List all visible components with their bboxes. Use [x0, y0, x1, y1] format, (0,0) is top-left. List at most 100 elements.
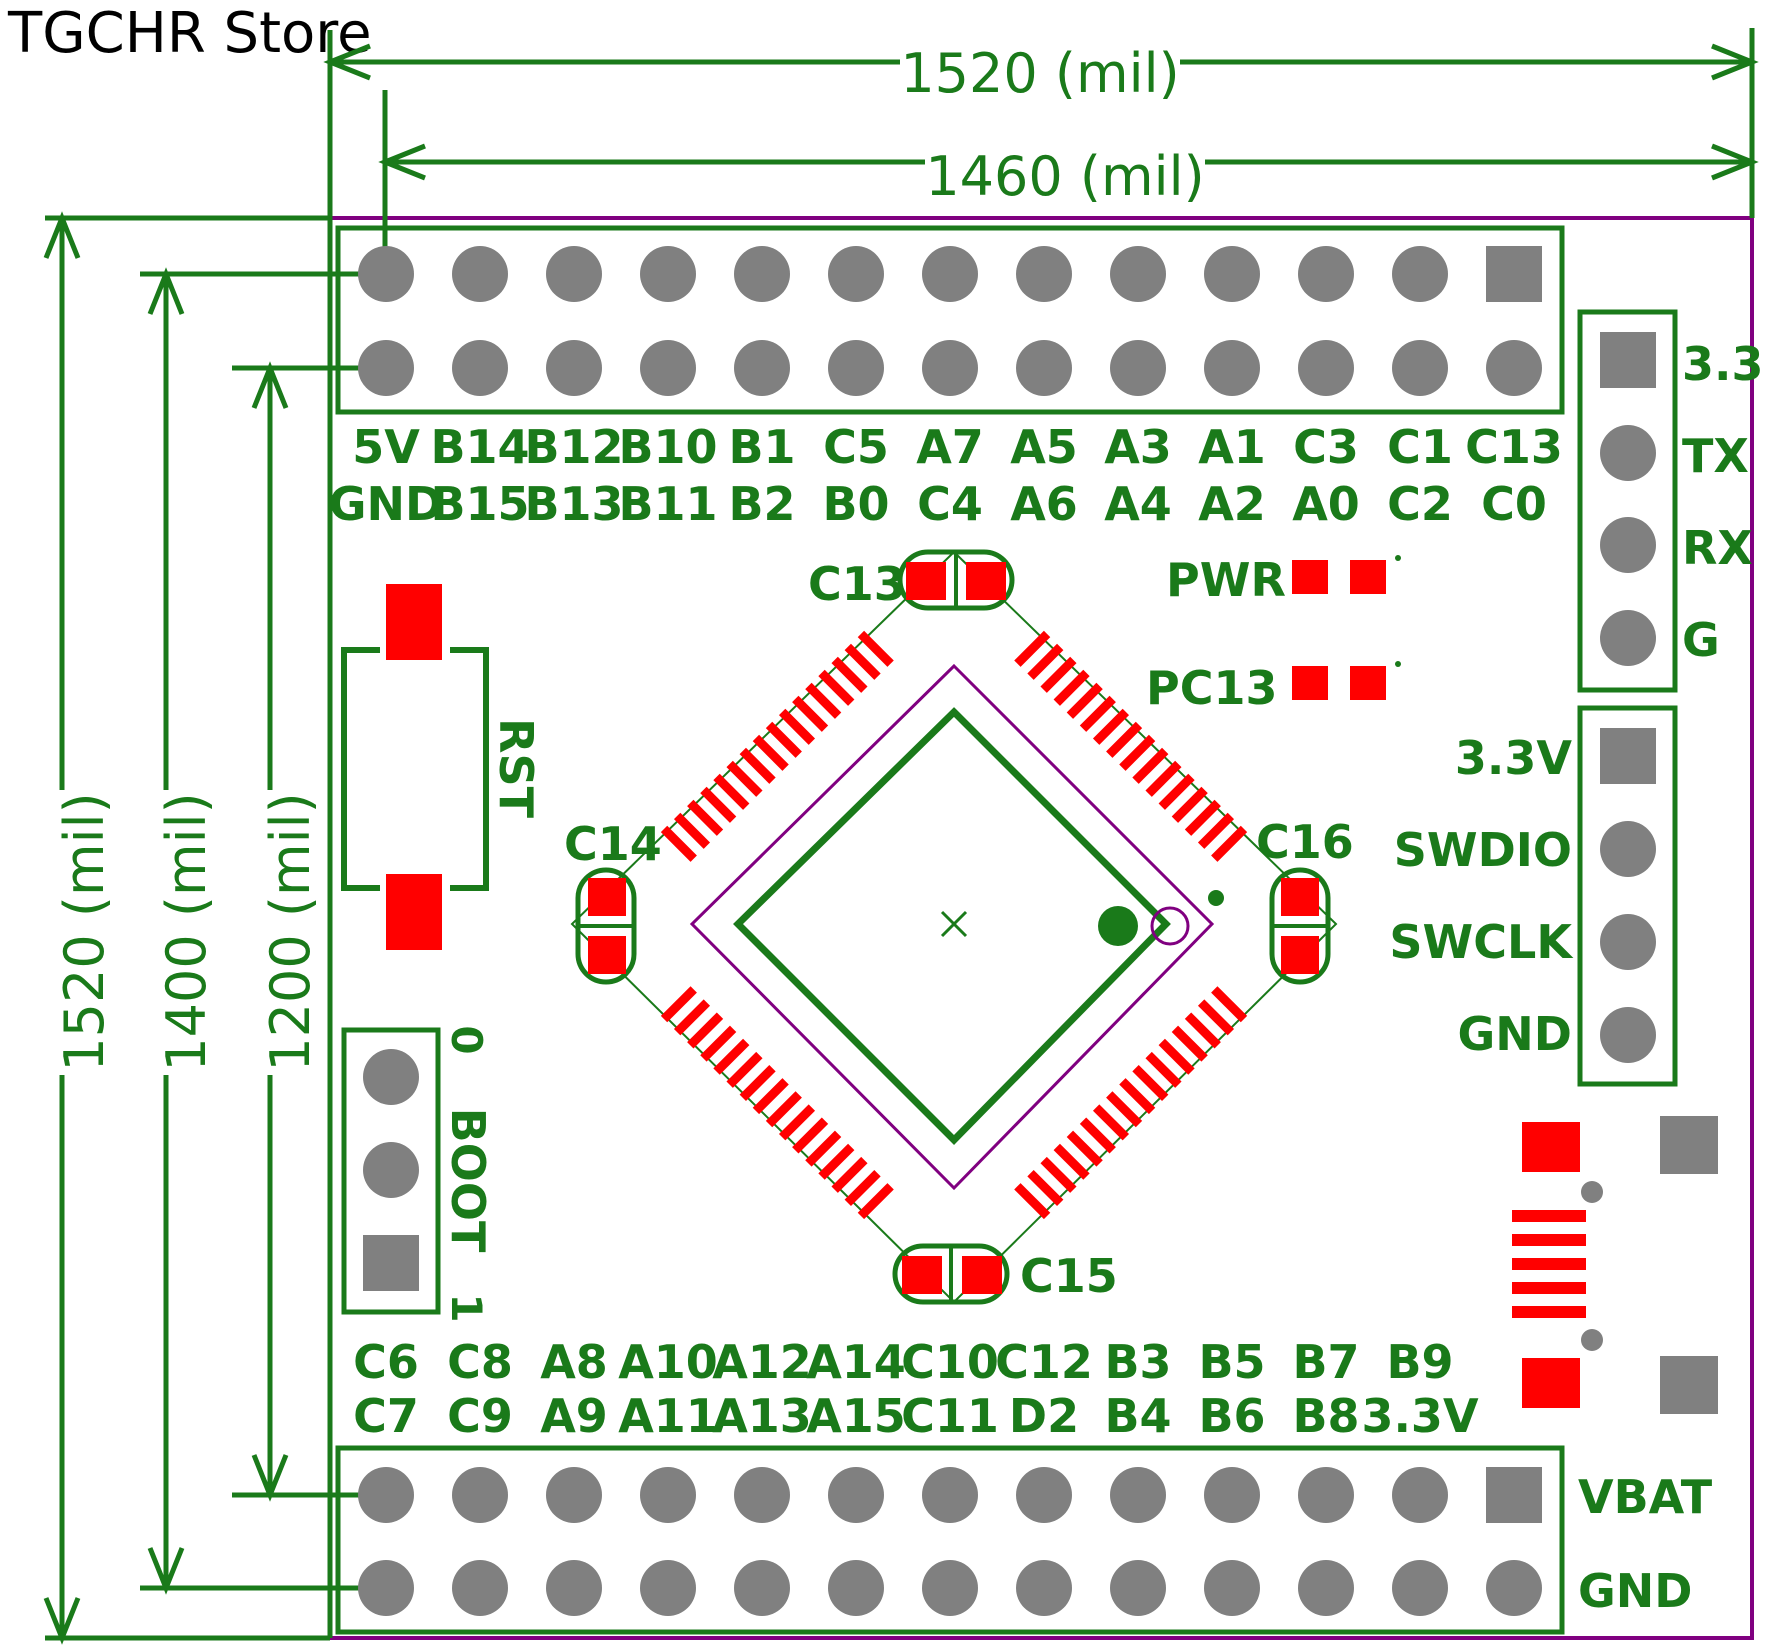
bottom-header-pins — [358, 1467, 1542, 1616]
mcu-pad — [1184, 799, 1221, 836]
pin-label: 3.3V — [1361, 1389, 1478, 1443]
mcu-pad — [1066, 1130, 1103, 1167]
pwr-led-label: PWR — [1166, 553, 1286, 607]
swd-label-swclk: SWCLK — [1389, 915, 1574, 969]
cap-c16 — [1269, 867, 1331, 985]
pin-label: A9 — [540, 1389, 608, 1443]
uart-pin-3 — [1600, 517, 1656, 573]
pin1-dot — [1208, 890, 1224, 906]
mcu-pad — [765, 721, 802, 758]
swd-pin-1-square — [1600, 728, 1656, 784]
top-header-pin — [922, 340, 978, 396]
mcu-pad — [1132, 1064, 1169, 1102]
pin-label: A7 — [916, 420, 984, 474]
vbat-label: VBAT — [1578, 1470, 1713, 1524]
mcu-pad — [818, 669, 855, 706]
bottom-header-pin — [546, 1560, 602, 1616]
pin-label: A11 — [618, 1389, 718, 1443]
top-header-pin — [1016, 246, 1072, 302]
top-header-pin — [452, 340, 508, 396]
pin-label: B9 — [1386, 1335, 1453, 1389]
dim-width-outer: 1520 (mil) — [900, 42, 1179, 105]
mcu-pad — [805, 1130, 842, 1167]
top-header-pin — [922, 246, 978, 302]
bottom-header-pin — [546, 1467, 602, 1523]
rst-label: RST — [489, 718, 543, 819]
cap-c15 — [892, 1243, 1010, 1305]
pin-label: A0 — [1292, 477, 1360, 531]
top-header-pin — [1110, 246, 1166, 302]
uart-label-3v3: 3.3 — [1682, 337, 1764, 391]
top-header-pin — [1110, 340, 1166, 396]
mcu-pad — [673, 812, 711, 849]
pin-label: A15 — [806, 1389, 906, 1443]
mcu-pad — [778, 1104, 816, 1141]
c15-label: C15 — [1020, 1249, 1118, 1303]
mcu-pad — [1092, 708, 1130, 745]
top-header-pin — [1204, 340, 1260, 396]
top-header-pin — [358, 246, 414, 302]
top-header-pin — [640, 340, 696, 396]
mcu-pad — [805, 682, 842, 719]
mcu-pad — [1040, 1156, 1077, 1193]
pwr-led-dot — [1395, 555, 1401, 561]
pin-label: D2 — [1009, 1389, 1079, 1443]
c16-label: C16 — [1256, 815, 1354, 869]
top-header-pin — [1486, 246, 1542, 302]
mcu-pad — [660, 986, 697, 1023]
top-header-pin — [1298, 246, 1354, 302]
pin-label: A13 — [712, 1389, 812, 1443]
top-header-pin — [358, 340, 414, 396]
bottom-header-pin — [734, 1560, 790, 1616]
pin-label: B2 — [728, 477, 795, 531]
uart-label-g: G — [1682, 613, 1720, 667]
pin-label: B0 — [822, 477, 889, 531]
pin-label: C10 — [901, 1335, 999, 1389]
top-header-outline — [335, 225, 1565, 415]
top-header-pins — [358, 246, 1542, 396]
top-header-pin — [546, 340, 602, 396]
mcu-pad — [1053, 669, 1090, 706]
boot-0-label: 0 — [442, 1025, 491, 1054]
mcu-pad — [1145, 1051, 1182, 1088]
mcu-pad — [765, 1091, 802, 1128]
bottom-header-pin — [1016, 1560, 1072, 1616]
top-header-pin — [828, 340, 884, 396]
bottom-header-pin — [640, 1560, 696, 1616]
pin-label: B14 — [430, 420, 529, 474]
pin-label: C11 — [901, 1389, 999, 1443]
pin-label: A2 — [1198, 477, 1266, 531]
mcu-pad — [1014, 630, 1051, 667]
mcu-pad — [1158, 1038, 1195, 1075]
mcu-pad — [713, 1038, 750, 1075]
boot-pin-0 — [363, 1049, 419, 1105]
pin-label: C3 — [1293, 420, 1359, 474]
bottom-header-pin — [828, 1467, 884, 1523]
mcu-pad — [778, 708, 816, 745]
mcu-pad — [1211, 825, 1248, 862]
dim-height-mid: 1400 (mil) — [155, 792, 218, 1071]
cap-c13 — [897, 549, 1015, 611]
bottom-header-pin — [452, 1467, 508, 1523]
bottom-header-pin — [922, 1467, 978, 1523]
pin1-marker — [1098, 906, 1138, 946]
mcu-pad — [1014, 1183, 1051, 1220]
boot-label: BOOT — [441, 1108, 495, 1253]
mcu-pad — [1079, 695, 1116, 732]
pin-label: B11 — [618, 477, 717, 531]
mcu-pad — [1145, 760, 1182, 797]
pin-label: C5 — [823, 420, 889, 474]
mcu-pad — [1197, 999, 1235, 1036]
mcu-pad — [1092, 1104, 1130, 1141]
bottom-header-pin — [922, 1560, 978, 1616]
bottom-header-pin — [1298, 1467, 1354, 1523]
mcu-pad — [831, 656, 868, 693]
c13-label: C13 — [808, 557, 906, 611]
c14-label: C14 — [564, 817, 662, 871]
mcu-pad — [1132, 747, 1169, 784]
mcu-pad — [673, 999, 711, 1036]
